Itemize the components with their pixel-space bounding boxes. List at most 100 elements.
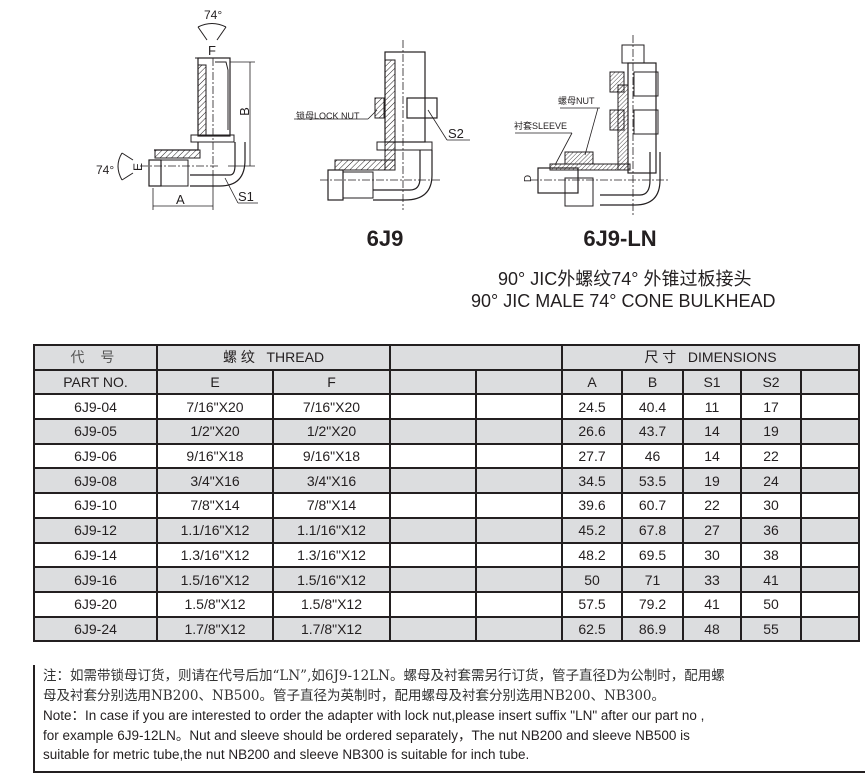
blank-header	[389, 344, 563, 371]
bulkhead-elbow-icon	[294, 40, 470, 210]
thread-e-cell: 1.5/16"X12	[156, 566, 274, 593]
s2-label: S2	[448, 126, 464, 141]
note-en-line-2: for example 6J9-12LN。Nut and sleeve shou…	[43, 727, 690, 743]
dim-a-cell: 48.2	[561, 541, 623, 569]
dim-s2-cell: 38	[740, 541, 802, 569]
blank-cell	[800, 516, 860, 544]
dim-b-cell: 60.7	[621, 492, 684, 519]
e-header: E	[156, 368, 274, 396]
dim-a-cell: 57.5	[561, 590, 623, 618]
part-no-header-cn: 代 号	[33, 344, 158, 371]
dim-s1-cell: 22	[682, 492, 742, 519]
blank-cell	[475, 467, 563, 495]
dimension-drawing: 74° F B 74° E A S1	[80, 0, 280, 220]
thread-f-cell: 3/4"X16	[272, 467, 391, 495]
dim-s1-cell: 33	[682, 566, 742, 593]
header-row-2: PART NO. E F A B S1 S2	[33, 368, 860, 396]
note-cn-line-2: 母及衬套分别选用NB200、NB500。管子直径为英制时，配用螺母及衬套分别选用…	[43, 687, 666, 704]
dimensions-header: 尺 寸 DIMENSIONS	[561, 344, 860, 371]
dim-a-cell: 26.6	[561, 418, 623, 445]
blank-cell	[389, 516, 477, 544]
blank-cell	[475, 541, 563, 569]
elbow-fitting-dimension-icon	[117, 23, 258, 210]
dim-s1-cell: 27	[682, 516, 742, 544]
thread-f-cell: 9/16"X18	[272, 442, 391, 470]
blank-cell	[800, 467, 860, 495]
thread-f-cell: 1/2"X20	[272, 418, 391, 445]
s1-label: S1	[238, 189, 254, 204]
blank-cell	[389, 566, 477, 593]
dim-a-cell: 45.2	[561, 516, 623, 544]
dim-s2-cell: 30	[740, 492, 802, 519]
dim-b-cell: 43.7	[621, 418, 684, 445]
thread-e-cell: 1.5/8"X12	[156, 590, 274, 618]
dim-s2-cell: 36	[740, 516, 802, 544]
s1-header: S1	[682, 368, 742, 396]
dim-s2-cell: 22	[740, 442, 802, 470]
thread-f-cell: 1.5/8"X12	[272, 590, 391, 618]
dim-a-cell: 24.5	[561, 393, 623, 421]
thread-e-cell: 7/16"X20	[156, 393, 274, 421]
dim-b-cell: 67.8	[621, 516, 684, 544]
thread-f-cell: 1.7/8"X12	[272, 615, 391, 643]
dim-b-cell: 69.5	[621, 541, 684, 569]
dim-a-cell: 62.5	[561, 615, 623, 643]
blank-cell	[800, 492, 860, 519]
nut-callout: 螺母NUT	[558, 96, 595, 106]
blank-cell	[475, 492, 563, 519]
header-row-1: 代 号 螺 纹 THREAD 尺 寸 DIMENSIONS	[33, 344, 860, 371]
thread-e-cell: 1.3/16"X12	[156, 541, 274, 569]
dim-s1-cell: 14	[682, 442, 742, 470]
dim-s2-cell: 19	[740, 418, 802, 445]
blank-cell	[475, 615, 563, 643]
lock-nut-callout: 锁母LOCK NUT	[296, 111, 360, 121]
thread-f-cell: 7/8"X14	[272, 492, 391, 519]
blank-header-cell	[475, 368, 563, 396]
dim-b-cell: 46	[621, 442, 684, 470]
blank-cell	[800, 442, 860, 470]
top-angle-label: 74°	[204, 8, 223, 22]
thread-e-cell: 1/2"X20	[156, 418, 274, 445]
dim-s1-cell: 11	[682, 393, 742, 421]
thread-e-cell: 9/16"X18	[156, 442, 274, 470]
blank-cell	[800, 566, 860, 593]
blank-cell	[800, 418, 860, 445]
dim-a-cell: 34.5	[561, 467, 623, 495]
dim-s1-cell: 19	[682, 467, 742, 495]
model-label-6j9: 6J9	[366, 226, 404, 251]
part-no-cell: 6J9-08	[33, 467, 158, 495]
spec-table: 代 号 螺 纹 THREAD 尺 寸 DIMENSIONS PART NO. E…	[33, 344, 860, 643]
part-no-cell: 6J9-05	[33, 418, 158, 445]
part-no-cell: 6J9-14	[33, 541, 158, 569]
side-angle-label: 74°	[96, 163, 115, 177]
blank-cell	[475, 566, 563, 593]
sleeve-callout: 衬套SLEEVE	[514, 121, 568, 131]
blank-cell	[389, 492, 477, 519]
part-no-cell: 6J9-20	[33, 590, 158, 618]
blank-cell	[800, 541, 860, 569]
a-label: A	[176, 192, 185, 207]
dim-a-cell: 50	[561, 566, 623, 593]
thread-e-cell: 1.1/16"X12	[156, 516, 274, 544]
thread-f-cell: 1.5/16"X12	[272, 566, 391, 593]
a-header: A	[561, 368, 623, 396]
blank-cell	[475, 590, 563, 618]
thread-e-cell: 7/8"X14	[156, 492, 274, 519]
part-no-cell: 6J9-06	[33, 442, 158, 470]
part-no-cell: 6J9-24	[33, 615, 158, 643]
e-label: E	[131, 162, 146, 172]
blank-cell	[389, 615, 477, 643]
blank-cell	[389, 442, 477, 470]
note-en-line-3: suitable for metric tube,the nut NB200 a…	[43, 747, 530, 762]
d-label: D	[523, 174, 535, 183]
thread-f-cell: 1.3/16"X12	[272, 541, 391, 569]
b-label: B	[236, 107, 252, 116]
s2-header: S2	[740, 368, 802, 396]
drawing-6j9: 锁母LOCK NUT S2	[280, 30, 480, 260]
blank-cell	[389, 393, 477, 421]
b-header: B	[621, 368, 684, 396]
